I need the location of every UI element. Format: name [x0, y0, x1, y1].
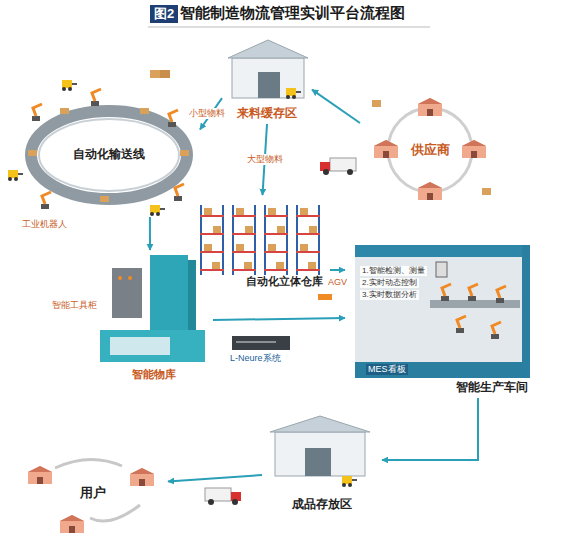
tool-cabinet: [100, 255, 205, 362]
agv-icon: [318, 294, 332, 300]
area-node: 来料缓存区: [222, 38, 312, 124]
flow-arrow: [149, 217, 151, 250]
label-wrap: 工业机器人: [20, 219, 69, 230]
area-node: 供应商: [360, 90, 500, 200]
edge-label: 小型物料: [187, 108, 227, 119]
storage-racks: [200, 205, 320, 275]
label-wrap: 1.智能检测、测量: [360, 266, 427, 276]
area-label: 来料缓存区: [234, 106, 300, 120]
edge-label-wrap: 大型物料: [245, 154, 285, 165]
user-houses: [28, 459, 154, 533]
area-node: 用户: [18, 455, 168, 543]
part-label: 智能工具柜: [50, 300, 99, 311]
edge-label: 大型物料: [245, 154, 285, 165]
edge-label: AGV: [326, 277, 349, 288]
flow-arrow: [168, 475, 262, 481]
note-line: 3.实时数据分析: [360, 290, 419, 300]
board-label: MES看板: [366, 364, 408, 375]
incoming-warehouse: [228, 40, 308, 99]
area-node: 自动化输送线: [18, 92, 200, 217]
area-label: 成品存放区: [289, 497, 355, 511]
area-label: 智能生产车间: [453, 380, 531, 394]
flow-arrow: [382, 398, 478, 460]
area-label: 自动化立体仓库: [243, 275, 326, 288]
flow-arrow: [312, 90, 360, 123]
area-node: 智能物库: [95, 250, 213, 390]
area-node: 自动化立体仓库: [195, 195, 330, 295]
workshop: [355, 245, 530, 378]
label-wrap: 2.实时动态控制: [360, 278, 419, 288]
flow-arrow: [330, 269, 345, 271]
label-wrap: MES看板: [366, 364, 408, 375]
label-wrap: L-Neure系统: [228, 353, 283, 364]
note-line: 1.智能检测、测量: [360, 266, 427, 276]
label-wrap: 图2: [150, 5, 178, 23]
area-label: 智能物库: [129, 368, 179, 381]
note-line: 2.实时动态控制: [360, 278, 419, 288]
edge-label-wrap: AGV: [326, 277, 349, 288]
edge-label-wrap: 小型物料: [187, 108, 227, 119]
part-label: 工业机器人: [20, 219, 69, 230]
flow-arrow: [213, 318, 345, 320]
title: 智能制造物流管理实训平台流程图: [180, 4, 405, 22]
area-label: 自动化输送线: [70, 147, 148, 161]
system-label: L-Neure系统: [228, 353, 283, 364]
area-node: 成品存放区: [262, 415, 382, 515]
title-wrap: 智能制造物流管理实训平台流程图: [180, 4, 405, 22]
area-label: 用户: [77, 485, 109, 501]
title-rule: [148, 27, 430, 28]
finished-warehouse: [205, 416, 370, 505]
label-wrap: 智能工具柜: [50, 300, 99, 311]
server-icon: [232, 336, 290, 350]
label-wrap: 3.实时数据分析: [360, 290, 419, 300]
figure-badge: 图2: [150, 5, 178, 23]
area-label: 供应商: [408, 142, 453, 158]
conveyor-loop: [8, 70, 189, 216]
